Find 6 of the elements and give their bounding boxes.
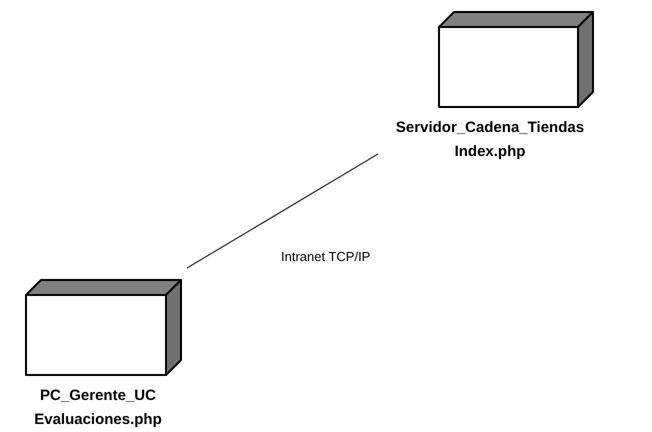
node-label: Servidor_Cadena_Tiendas: [394, 119, 586, 136]
edge-label: Intranet TCP/IP: [281, 249, 370, 264]
connector-line: [186, 153, 378, 269]
node-label: Evaluaciones.php: [33, 411, 163, 428]
node-label: Index.php: [454, 143, 526, 160]
node-label: PC_Gerente_UC: [39, 387, 157, 404]
